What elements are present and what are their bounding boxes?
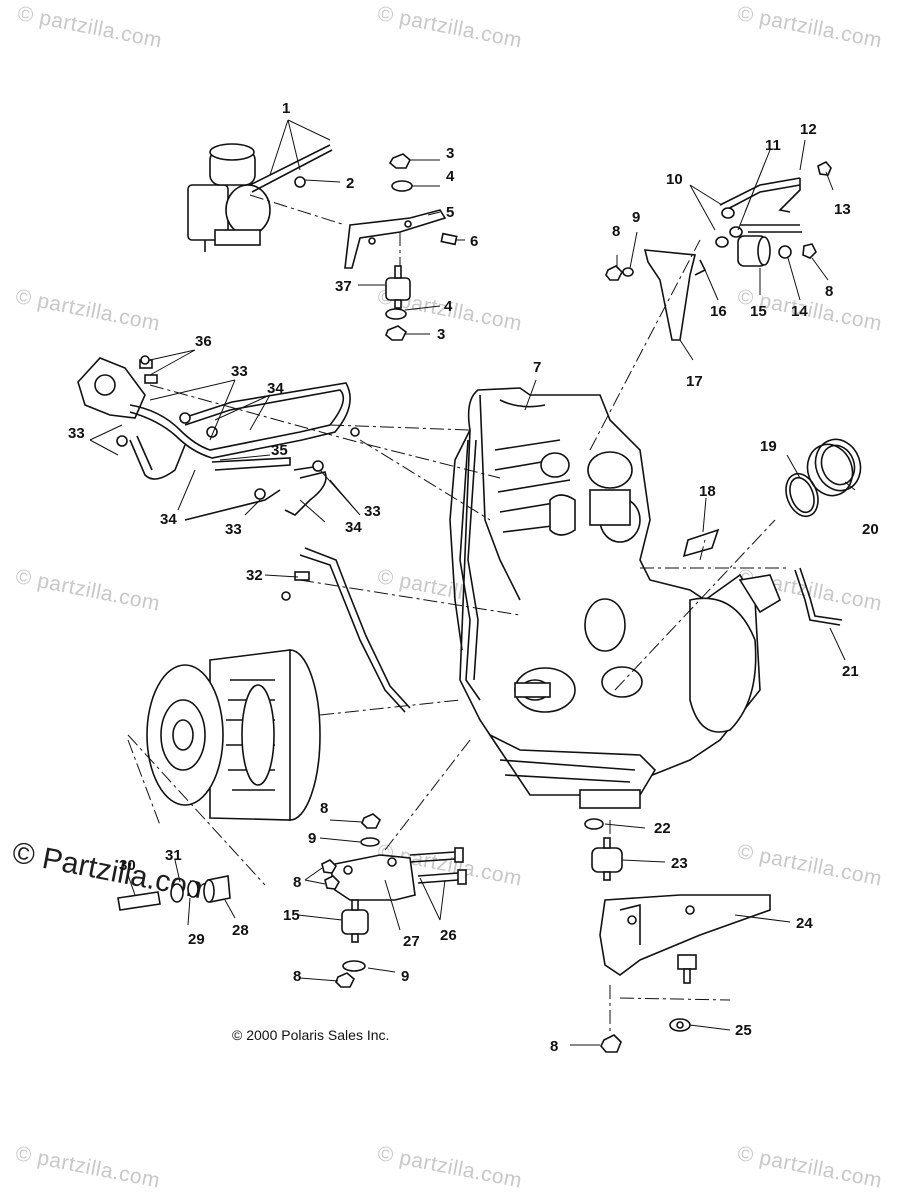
decal-18 — [682, 528, 720, 558]
callout-36: 36 — [195, 333, 212, 350]
callout-6: 6 — [470, 233, 478, 250]
leader-lines — [89, 119, 856, 1046]
callout-15: 15 — [750, 303, 767, 320]
bolts-26 — [409, 847, 467, 885]
callout-3: 3 — [446, 145, 454, 162]
engine-assembly — [449, 387, 781, 809]
callout-30: 30 — [119, 857, 136, 874]
callout-33b: 33 — [68, 425, 85, 442]
nuts-washers-lower — [321, 813, 381, 988]
callout-3b: 3 — [437, 326, 445, 343]
callout-1: 1 — [282, 100, 290, 117]
callout-numbers: 1 2 3 4 5 6 37 4 3 7 8 9 10 11 12 13 8 1… — [68, 100, 879, 1055]
shaft-parts — [117, 875, 231, 911]
callout-8f: 8 — [550, 1038, 558, 1055]
bracket-24 — [599, 894, 771, 984]
callout-4: 4 — [446, 168, 455, 185]
callout-29: 29 — [188, 931, 205, 948]
callout-8c: 8 — [320, 800, 328, 817]
rubber-mount-15 — [341, 899, 369, 943]
callout-31: 31 — [165, 847, 182, 864]
callout-24: 24 — [796, 915, 813, 932]
callout-10: 10 — [666, 171, 683, 188]
bracket-5 — [344, 209, 447, 269]
callout-23: 23 — [671, 855, 688, 872]
callout-9b: 9 — [308, 830, 316, 847]
carburetor — [187, 143, 333, 252]
callout-9c: 9 — [401, 968, 409, 985]
boot-20 — [806, 438, 862, 497]
clamp-19 — [785, 472, 819, 518]
callout-19: 19 — [760, 438, 777, 455]
callout-12: 12 — [800, 121, 817, 138]
callout-28: 28 — [232, 922, 249, 939]
callout-25: 25 — [735, 1022, 752, 1039]
callout-35: 35 — [271, 442, 288, 459]
nut-25-8 — [600, 1018, 691, 1053]
callout-22: 22 — [654, 820, 671, 837]
callout-5: 5 — [446, 204, 454, 221]
tube-21 — [794, 567, 843, 626]
mount-plate-27 — [329, 854, 416, 901]
callout-18: 18 — [699, 483, 716, 500]
callout-32: 32 — [246, 567, 263, 584]
oil-line-32 — [281, 547, 411, 713]
callout-7: 7 — [533, 359, 541, 376]
callout-11: 11 — [765, 137, 781, 154]
callout-21: 21 — [842, 663, 859, 680]
callout-33: 33 — [231, 363, 248, 380]
callout-8d: 8 — [293, 874, 301, 891]
callout-13: 13 — [834, 201, 851, 218]
callout-4b: 4 — [444, 298, 453, 315]
callout-14: 14 — [791, 303, 808, 320]
callout-20: 20 — [862, 521, 879, 538]
callout-15b: 15 — [283, 907, 300, 924]
callout-8e: 8 — [293, 968, 301, 985]
callout-37: 37 — [335, 278, 352, 295]
callout-8: 8 — [612, 223, 620, 240]
callout-33c: 33 — [364, 503, 381, 520]
drive-clutch — [146, 649, 321, 821]
callout-8b: 8 — [825, 283, 833, 300]
callout-2: 2 — [346, 175, 354, 192]
callout-16: 16 — [710, 303, 727, 320]
rubber-mount-37 — [385, 265, 411, 309]
callout-27: 27 — [403, 933, 420, 950]
mount-22-23 — [584, 818, 623, 881]
callout-9: 9 — [632, 209, 640, 226]
fuel-hoses — [116, 355, 360, 521]
callout-34b: 34 — [160, 511, 177, 528]
copyright-notice: © 2000 Polaris Sales Inc. — [232, 1027, 390, 1043]
callout-33d: 33 — [225, 521, 242, 538]
callout-17: 17 — [686, 373, 703, 390]
callout-34: 34 — [267, 380, 284, 397]
callout-26: 26 — [440, 927, 457, 944]
reference-lines — [127, 194, 790, 1035]
callout-34c: 34 — [345, 519, 362, 536]
